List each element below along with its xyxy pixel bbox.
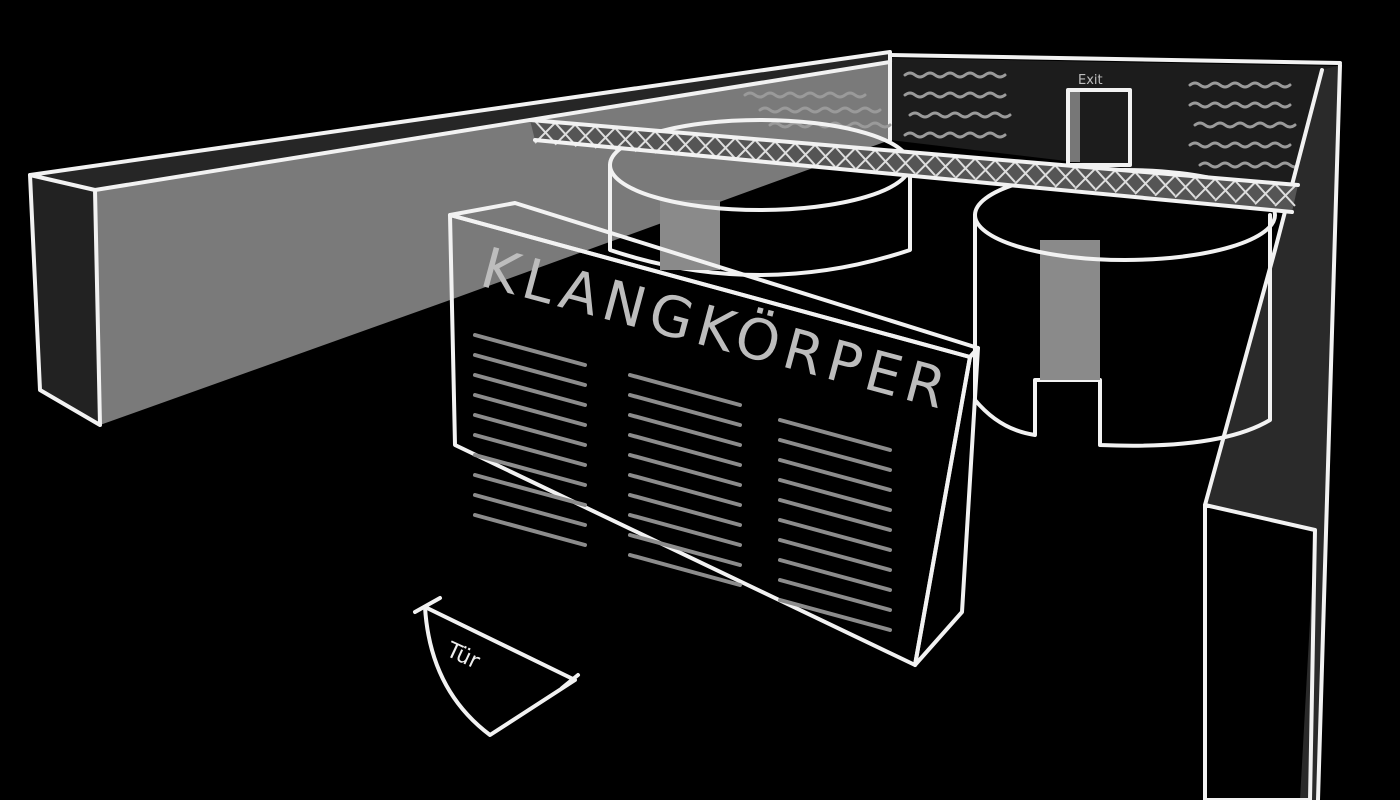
- truss-segment: [1174, 174, 1196, 199]
- truss-segment: [674, 132, 696, 156]
- stripe-mark: [473, 393, 587, 427]
- stripe-mark: [628, 473, 742, 507]
- squiggle-mark: [1188, 101, 1292, 109]
- truss-segment: [774, 140, 796, 165]
- truss-segment: [834, 145, 856, 170]
- squiggle-mark: [1198, 161, 1302, 169]
- squiggle-mark: [758, 106, 882, 114]
- stripe-mark: [473, 373, 587, 407]
- stripe-mark: [473, 493, 587, 527]
- stripe-mark: [628, 493, 742, 527]
- truss-segment: [934, 154, 956, 178]
- sound-cylinder-right: [973, 168, 1277, 448]
- truss-segment: [1274, 183, 1296, 207]
- truss-segment: [794, 142, 816, 166]
- truss-segment: [994, 159, 1016, 183]
- stripe-mark: [473, 413, 587, 447]
- squiggle-mark: [903, 91, 1007, 99]
- stripe-mark: [628, 533, 742, 567]
- squiggle-mark: [903, 131, 1007, 139]
- truss-segment: [1054, 164, 1076, 188]
- squiggle-mark: [908, 111, 1012, 119]
- truss-segment: [1154, 173, 1176, 197]
- truss-segment: [854, 147, 876, 171]
- stripe-mark: [778, 578, 892, 612]
- back-wall: Exit: [888, 53, 1342, 190]
- truss-segment: [1134, 171, 1156, 195]
- exit-door: [1066, 88, 1132, 167]
- lighting-truss: [528, 118, 1300, 214]
- squiggle-mark: [743, 91, 867, 99]
- stripe-mark: [778, 458, 892, 492]
- truss-segment: [1114, 169, 1136, 194]
- stripe-mark: [778, 598, 892, 632]
- stripe-mark: [778, 418, 892, 452]
- truss-segment: [1014, 161, 1036, 185]
- stripe-mark: [778, 498, 892, 532]
- squiggle-mark: [1188, 81, 1292, 89]
- truss-segment: [874, 149, 896, 173]
- truss-segment: [1074, 166, 1096, 190]
- truss-segment: [754, 139, 776, 163]
- stripe-mark: [778, 538, 892, 572]
- truss-segment: [1194, 176, 1216, 200]
- stripe-mark: [628, 413, 742, 447]
- truss-segment: [954, 156, 976, 180]
- right-front-box: [1203, 503, 1317, 800]
- truss-segment: [1034, 162, 1056, 187]
- stripe-mark: [473, 433, 587, 467]
- stripe-mark: [473, 513, 587, 547]
- stripe-mark: [778, 518, 892, 552]
- exit-label: Exit: [1078, 73, 1103, 88]
- truss-segment: [814, 144, 836, 168]
- stripe-mark: [628, 433, 742, 467]
- truss-segment: [894, 150, 916, 175]
- truss-segment: [1254, 181, 1276, 205]
- stripe-mark: [473, 353, 587, 387]
- truss-segment: [1214, 178, 1236, 202]
- squiggle-mark: [1193, 121, 1297, 129]
- stripe-mark: [778, 438, 892, 472]
- truss-segment: [1094, 167, 1116, 192]
- squiggle-mark: [1188, 141, 1292, 149]
- truss-segment: [914, 152, 936, 177]
- truss-segment: [1234, 179, 1256, 204]
- truss-segment: [734, 137, 756, 161]
- stripe-mark: [473, 453, 587, 487]
- entrance-door: Tür: [413, 596, 580, 737]
- stripe-mark: [778, 558, 892, 592]
- stripe-mark: [628, 453, 742, 487]
- stripe-mark: [628, 513, 742, 547]
- stripe-mark: [628, 373, 742, 407]
- stripe-mark: [628, 553, 742, 587]
- stripe-mark: [473, 333, 587, 367]
- right-wall: [1203, 63, 1342, 800]
- stripe-mark: [628, 393, 742, 427]
- stripe-mark: [778, 478, 892, 512]
- truss-segment: [974, 157, 996, 182]
- truss-segment: [714, 135, 736, 160]
- stripe-mark: [473, 473, 587, 507]
- squiggle-mark: [903, 71, 1007, 79]
- truss-segment: [694, 133, 716, 158]
- door-label: Tür: [442, 637, 485, 675]
